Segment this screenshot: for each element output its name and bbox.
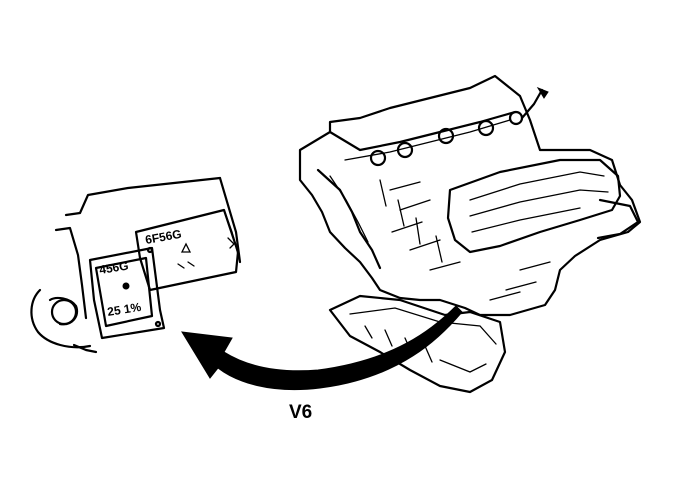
location-pointer-arrow xyxy=(181,305,463,391)
v6-engine-block-illustration xyxy=(298,74,642,394)
v6-arrow-label: V6 xyxy=(289,402,312,423)
inner-tag-code-top: 456G xyxy=(98,259,129,277)
engine-id-tag-detail-inset xyxy=(30,176,242,354)
outer-tag-code: 6F56G xyxy=(144,227,183,247)
inner-tag-code-bottom: 25 1% xyxy=(106,300,142,319)
